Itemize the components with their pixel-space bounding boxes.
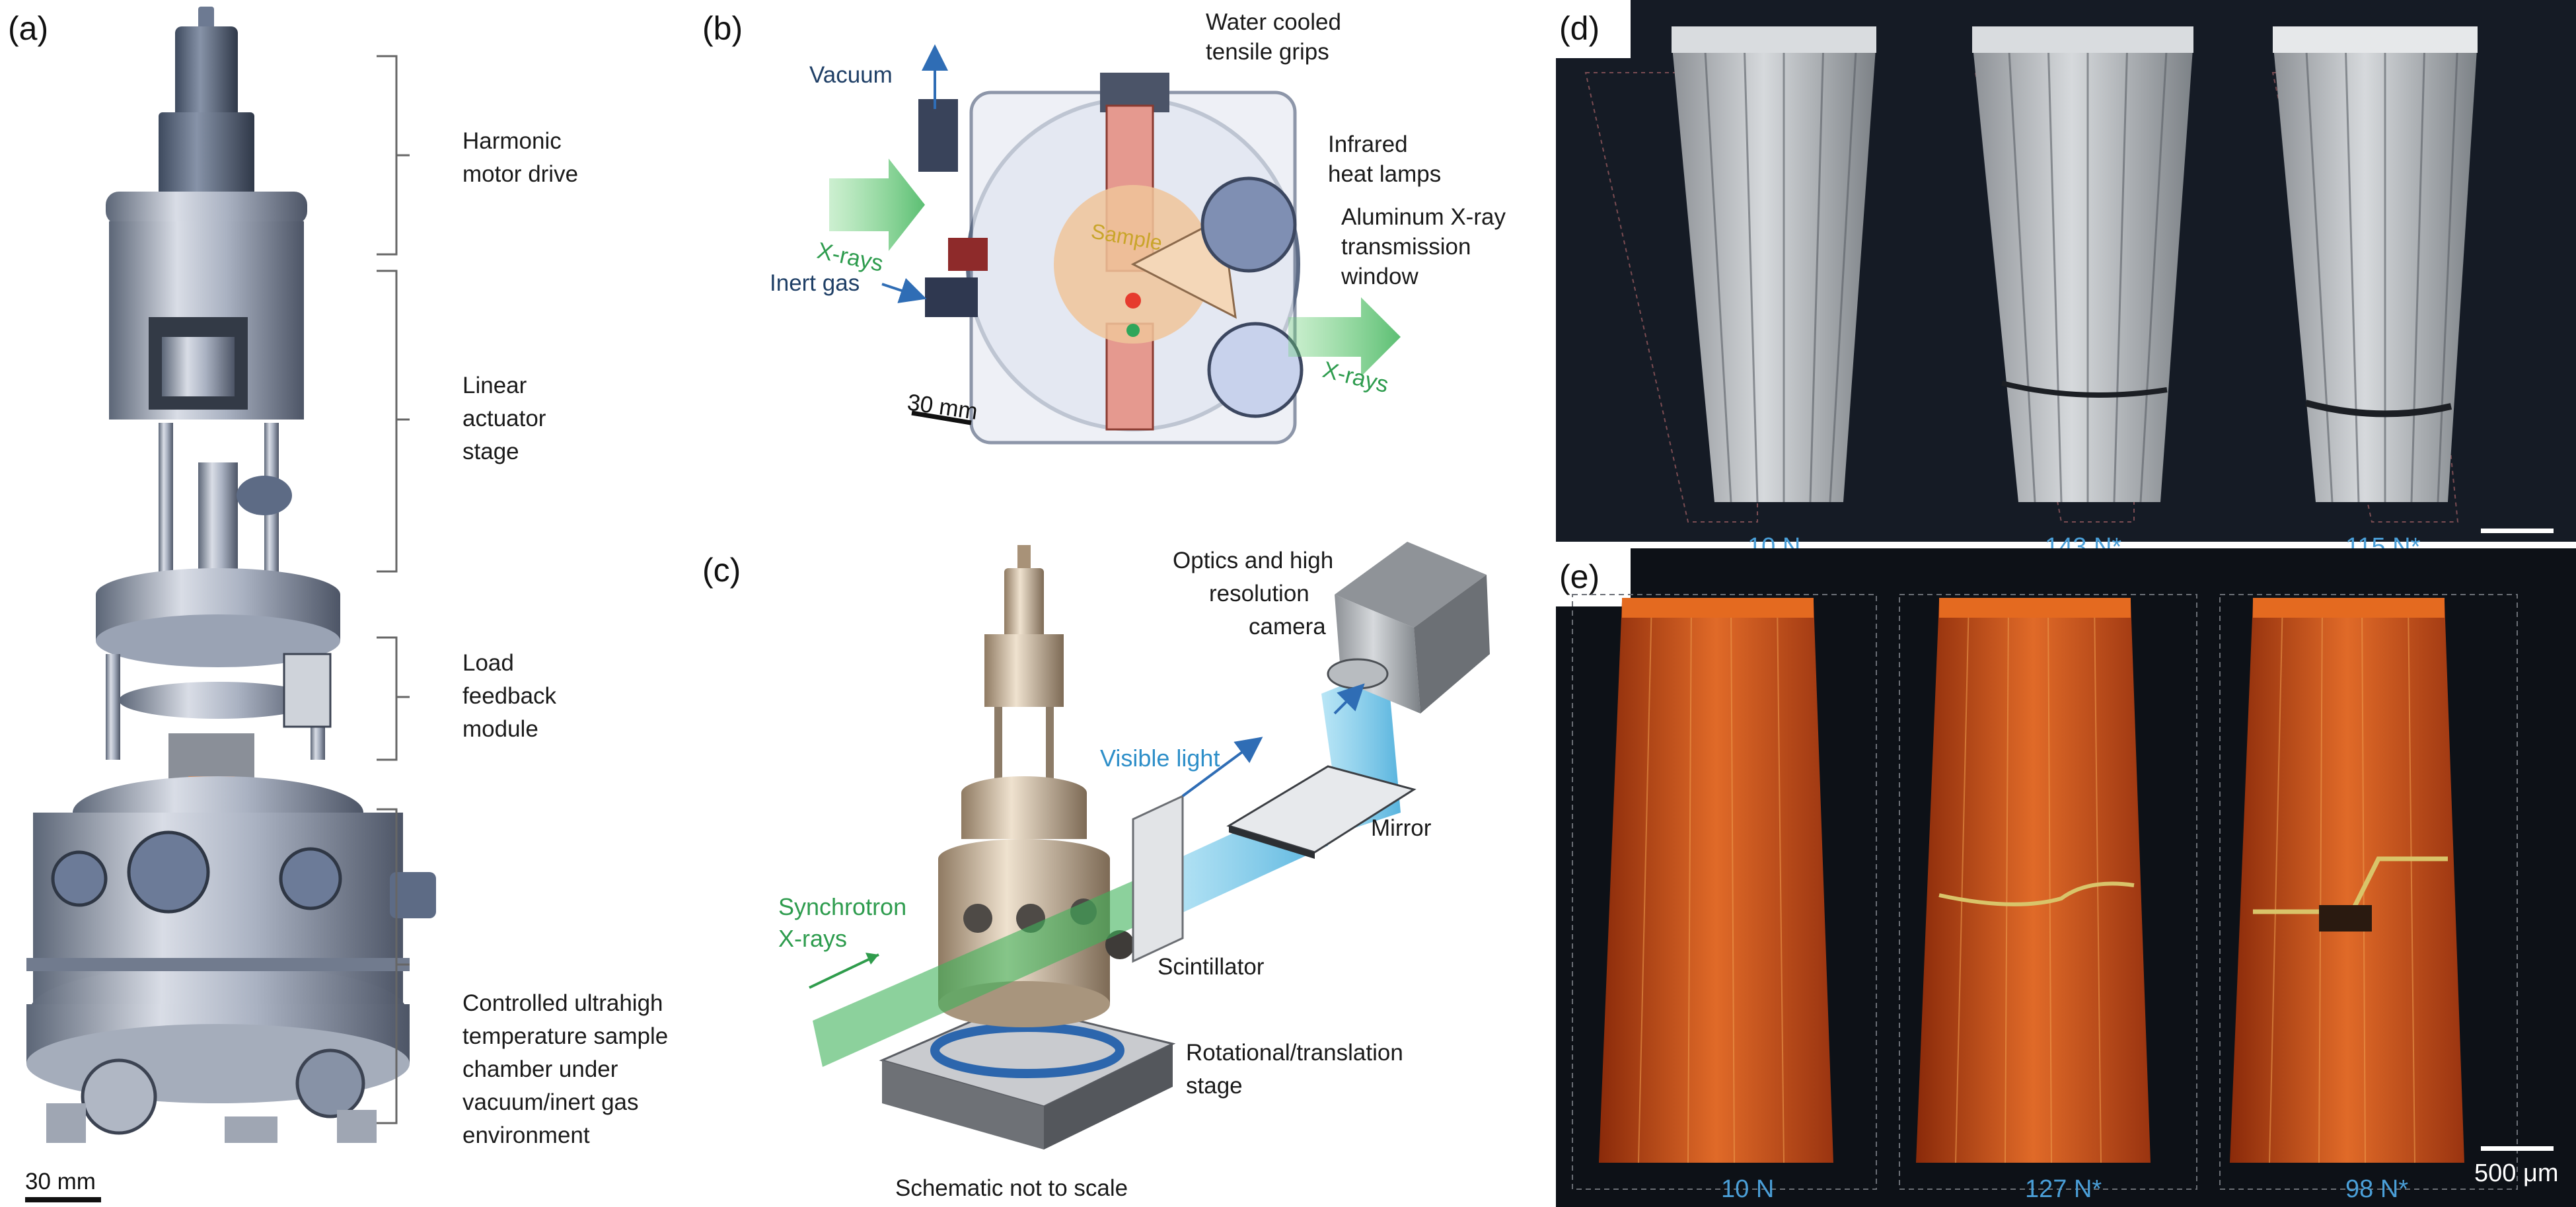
specimen-e-1 [1599, 598, 1833, 1163]
specimen-e-3 [2230, 598, 2464, 1163]
chamber-cutaway-illustration [918, 73, 1304, 445]
label-controlled-chamber: Controlled ultrahigh temperature sample … [462, 990, 675, 1148]
label-inert-gas: Inert gas [770, 270, 860, 296]
scale-bar-e-line [2481, 1146, 2554, 1151]
synchrotron-arrow [809, 953, 879, 989]
specimen-d-3 [2273, 26, 2478, 503]
label-vacuum: Vacuum [809, 62, 893, 88]
scintillator-plate [1132, 794, 1184, 963]
load-label-e-3: 98 N* [2345, 1175, 2408, 1203]
panel-e-letter: (e) [1559, 558, 1600, 595]
panel-c: (c) [702, 542, 1490, 1201]
scale-bar-b: 30 mm [906, 389, 979, 425]
panel-b: (b) Water cooled tensile grips [702, 9, 1512, 445]
panel-d: (d) [1556, 0, 2576, 569]
label-synchrotron-xrays: Synchrotron X-rays [778, 893, 913, 952]
panel-e: (e) [1556, 548, 2576, 1207]
label-xrays-out: X-rays [1320, 357, 1391, 398]
rotation-arrow-icon [930, 1023, 1124, 1078]
scale-bar-a-line [25, 1197, 101, 1202]
visible-light-arrow [1181, 737, 1263, 797]
specimen-e-2 [1916, 598, 2151, 1163]
xray-beam-in [829, 159, 925, 251]
synchrotron-beam [813, 862, 1176, 1067]
label-infrared-heat-lamps: Infrared heat lamps [1328, 131, 1441, 187]
scale-bar-a-label: 30 mm [25, 1169, 96, 1194]
label-optics-camera: Optics and high resolution camera [1173, 548, 1340, 640]
label-rotational-stage: Rotational/translation stage [1186, 1040, 1410, 1099]
xray-beam-out [1288, 297, 1401, 377]
label-load-feedback-module: Load feedback module [462, 650, 563, 742]
mirror-plate [1226, 765, 1417, 854]
scale-bar-d-line [2481, 529, 2554, 533]
label-aluminum-window: Aluminum X-ray transmission window [1341, 204, 1512, 289]
panel-b-letter: (b) [702, 10, 743, 47]
load-label-e-1: 10 N [1721, 1175, 1774, 1203]
specimen-d-1 [1672, 26, 1876, 503]
label-water-cooled-grips: Water cooled tensile grips [1206, 9, 1348, 65]
scale-bar-a: 30 mm [25, 1169, 101, 1202]
camera-box [1327, 542, 1490, 713]
panel-a-letter: (a) [8, 10, 48, 47]
scale-bar-b-line [911, 410, 972, 425]
bracket-lines [377, 55, 410, 1124]
label-linear-actuator-stage: Linear actuator stage [462, 373, 552, 464]
label-schematic-note: Schematic not to scale [895, 1175, 1128, 1201]
scale-bar-e: 500 μm [2474, 1146, 2559, 1187]
label-visible-light: Visible light [1100, 745, 1220, 772]
load-label-e-2: 127 N* [2025, 1175, 2102, 1203]
tensile-rig-illustration [26, 7, 436, 1143]
panel-d-letter: (d) [1559, 10, 1600, 47]
specimen-d-2 [1972, 26, 2193, 503]
panel-c-letter: (c) [702, 552, 741, 589]
panel-a: (a) [8, 7, 675, 1202]
label-scintillator: Scintillator [1158, 954, 1265, 980]
scale-bar-e-label: 500 μm [2474, 1159, 2559, 1187]
label-harmonic-motor-drive: Harmonic motor drive [462, 128, 578, 187]
inert-gas-arrow [881, 277, 927, 303]
label-mirror: Mirror [1371, 815, 1432, 841]
